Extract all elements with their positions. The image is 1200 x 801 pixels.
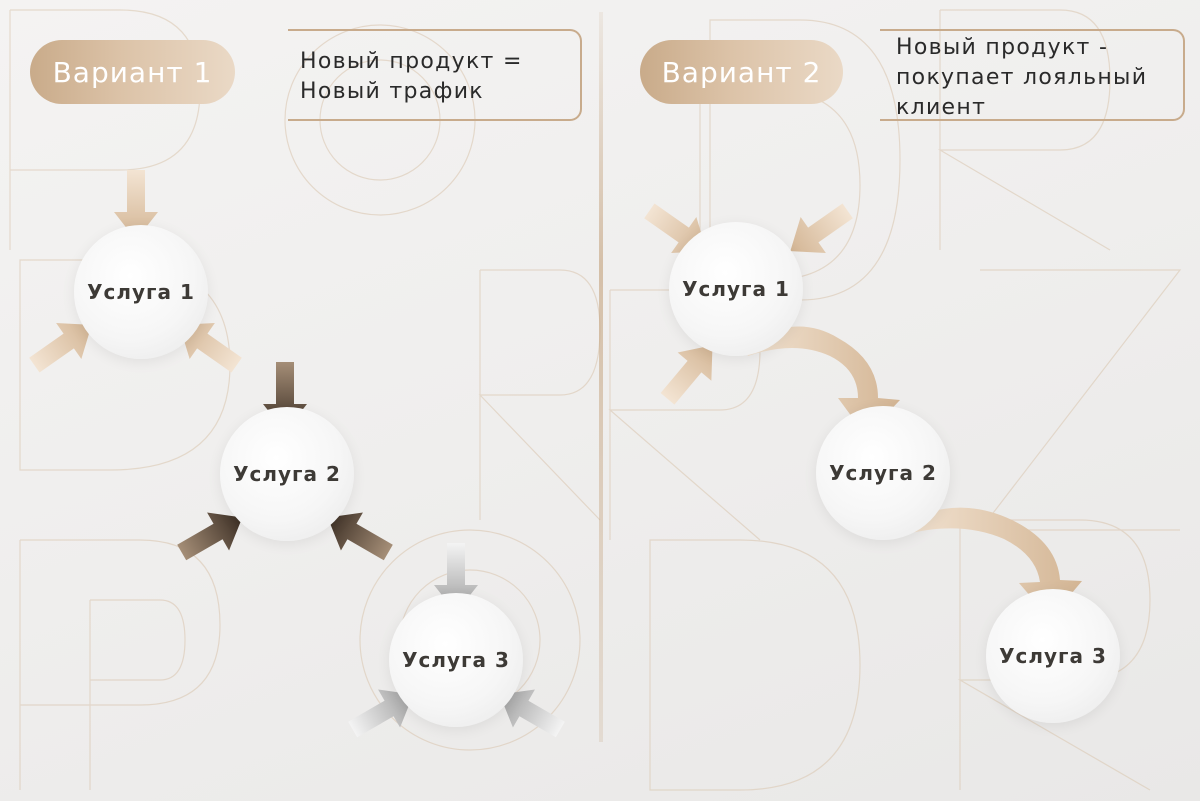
variant1-note-line1: Новый продукт = (300, 49, 523, 74)
divider-line (599, 12, 603, 742)
variant2-note-frame (880, 29, 1185, 121)
variant2-service1-label: Услуга 1 (682, 277, 790, 301)
arrow-to-service1-top (114, 170, 158, 240)
variant1-service1-node: Услуга 1 (74, 225, 208, 359)
variant1-service3-label: Услуга 3 (402, 648, 510, 672)
arrow-to-service2-left (177, 512, 243, 561)
arrow-to-service1-right (179, 322, 242, 373)
variant2-service3-node: Услуга 3 (986, 589, 1120, 723)
variant1-title-badge: Вариант 1 (30, 40, 235, 104)
arrow-to-service3-left (348, 689, 414, 738)
arrow-to-service1-left (29, 322, 92, 373)
arrow-to-service2-right (327, 512, 393, 561)
arrow-to-v2-service1-lower-left (660, 345, 713, 405)
variant2-service2-node: Услуга 2 (816, 406, 950, 540)
arrow-to-v2-service1-upper-right (790, 203, 853, 254)
variant1-arrows (29, 170, 565, 738)
variant1-note-line2: Новый трафик (300, 79, 484, 104)
variant2-note-line3: клиент (896, 95, 987, 120)
variant2-title: Вариант 2 (661, 55, 822, 89)
variant2-note-line2: покупает лояльный (896, 65, 1148, 90)
variant2-service3-label: Услуга 3 (999, 644, 1107, 668)
variant2-service1-node: Услуга 1 (669, 222, 803, 356)
variant1-service2-node: Услуга 2 (220, 407, 354, 541)
variant2-note: Новый продукт - покупает лояльный клиент (896, 33, 1147, 123)
arrow-to-service3-right (499, 689, 565, 738)
variant1-service1-label: Услуга 1 (87, 280, 195, 304)
variant2-title-badge: Вариант 2 (640, 40, 843, 104)
variant1-title: Вариант 1 (52, 55, 213, 89)
variant1-service2-label: Услуга 2 (233, 462, 341, 486)
variant1-note: Новый продукт = Новый трафик (300, 47, 523, 107)
variant2-service2-label: Услуга 2 (829, 461, 937, 485)
variant1-note-frame (288, 29, 582, 121)
variant2-note-line1: Новый продукт - (896, 35, 1109, 60)
variant1-service3-node: Услуга 3 (389, 593, 523, 727)
